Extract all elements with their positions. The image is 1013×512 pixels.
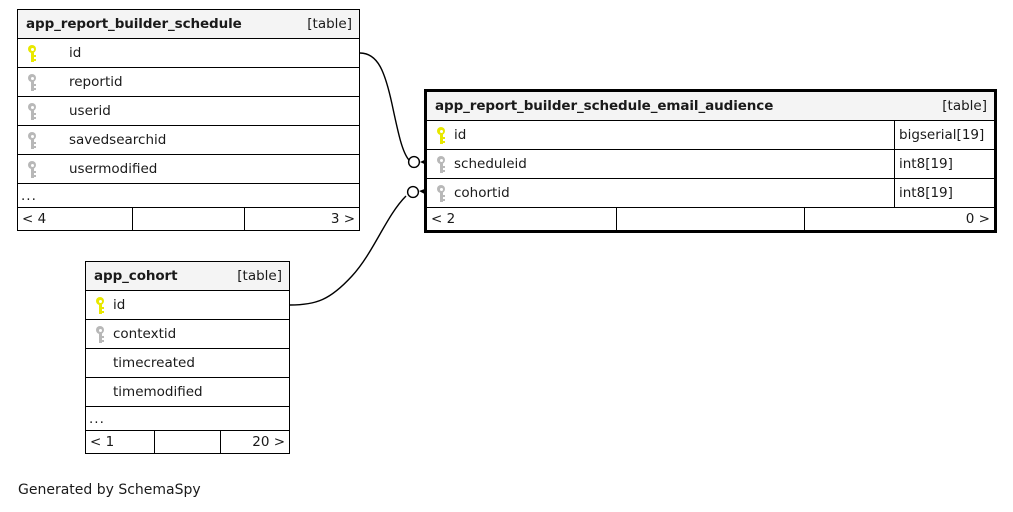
- table-row[interactable]: id bigserial[19]: [427, 121, 994, 150]
- foreign-key-icon: [25, 102, 39, 120]
- inbound-relation-count[interactable]: < 2: [431, 211, 456, 227]
- footer-spacer: [153, 431, 222, 453]
- table-title: app_report_builder_schedule_email_audien…: [435, 98, 774, 114]
- table-title: app_cohort: [94, 268, 178, 284]
- foreign-key-icon: [25, 131, 39, 149]
- column-name: timecreated: [113, 355, 195, 371]
- column-name: id: [69, 45, 82, 61]
- inbound-relation-count[interactable]: < 4: [22, 211, 47, 227]
- foreign-key-icon: [25, 160, 39, 178]
- table-kind-label: [table]: [942, 98, 987, 114]
- table-row[interactable]: scheduleid int8[19]: [427, 150, 994, 179]
- table-row[interactable]: usermodified: [18, 155, 359, 184]
- column-type: int8[19]: [894, 179, 994, 207]
- table-row[interactable]: cohortid int8[19]: [427, 179, 994, 208]
- foreign-key-icon: [25, 73, 39, 91]
- primary-key-icon: [25, 44, 39, 62]
- outbound-relation-count[interactable]: 0 >: [965, 211, 990, 227]
- table-app-report-builder-schedule[interactable]: app_report_builder_schedule [table] id r…: [17, 9, 360, 231]
- generator-caption: Generated by SchemaSpy: [18, 482, 201, 498]
- table-kind-label: [table]: [237, 268, 282, 284]
- table-footer: < 1 20 >: [86, 431, 289, 453]
- table-row[interactable]: userid: [18, 97, 359, 126]
- zero-or-one-marker: [407, 155, 421, 169]
- table-footer: < 2 0 >: [427, 208, 994, 230]
- table-title: app_report_builder_schedule: [26, 16, 242, 32]
- table-row[interactable]: timemodified: [86, 378, 289, 407]
- foreign-key-icon: [434, 184, 448, 202]
- no-key-spacer: [93, 383, 107, 401]
- table-header: app_report_builder_schedule_email_audien…: [427, 92, 994, 121]
- column-name: savedsearchid: [69, 132, 167, 148]
- primary-key-icon: [93, 296, 107, 314]
- more-columns-indicator: ...: [86, 407, 289, 431]
- table-header: app_cohort [table]: [86, 262, 289, 291]
- footer-spacer: [131, 208, 246, 230]
- foreign-key-icon: [434, 155, 448, 173]
- column-name: usermodified: [69, 161, 158, 177]
- column-type: int8[19]: [894, 150, 994, 178]
- table-kind-label: [table]: [307, 16, 352, 32]
- no-key-spacer: [93, 354, 107, 372]
- foreign-key-icon: [93, 325, 107, 343]
- column-name: cohortid: [454, 185, 510, 201]
- primary-key-icon: [434, 126, 448, 144]
- column-name: contextid: [113, 326, 177, 342]
- table-app-cohort[interactable]: app_cohort [table] id contextid timec: [85, 261, 290, 454]
- table-row[interactable]: timecreated: [86, 349, 289, 378]
- table-row[interactable]: contextid: [86, 320, 289, 349]
- zero-or-one-marker: [406, 185, 420, 199]
- table-app-report-builder-schedule-email-audience[interactable]: app_report_builder_schedule_email_audien…: [424, 89, 997, 233]
- footer-spacer: [616, 208, 805, 230]
- outbound-relation-count[interactable]: 3 >: [330, 211, 356, 227]
- table-row[interactable]: savedsearchid: [18, 126, 359, 155]
- table-header: app_report_builder_schedule [table]: [18, 10, 359, 39]
- column-name: id: [454, 127, 467, 143]
- table-footer: < 4 3 >: [18, 208, 359, 230]
- column-type: bigserial[19]: [894, 121, 994, 149]
- table-row[interactable]: id: [18, 39, 359, 68]
- column-name: userid: [69, 103, 111, 119]
- inbound-relation-count[interactable]: < 1: [90, 434, 115, 450]
- table-row[interactable]: id: [86, 291, 289, 320]
- table-row[interactable]: reportid: [18, 68, 359, 97]
- outbound-relation-count[interactable]: 20 >: [252, 434, 286, 450]
- column-name: scheduleid: [454, 156, 527, 172]
- column-name: reportid: [69, 74, 123, 90]
- more-columns-indicator: ...: [18, 184, 359, 208]
- column-name: id: [113, 297, 126, 313]
- column-name: timemodified: [113, 384, 203, 400]
